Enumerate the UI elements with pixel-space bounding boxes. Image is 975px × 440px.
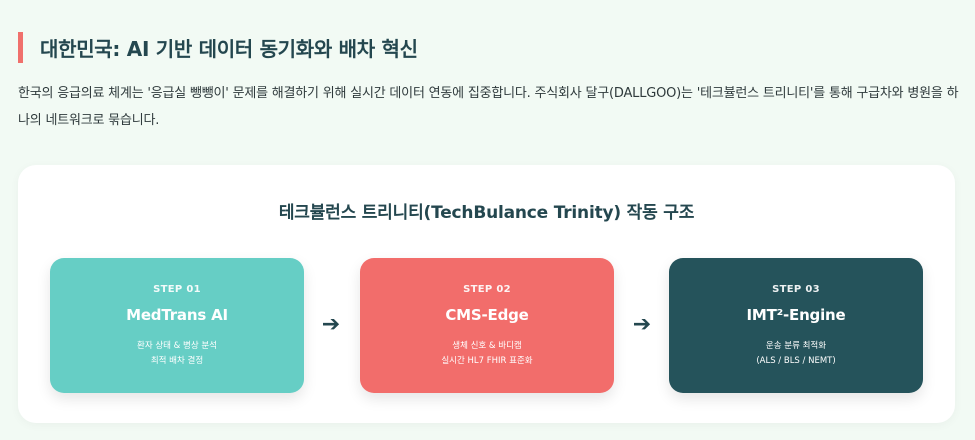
- step-name: MedTrans AI: [126, 306, 228, 324]
- step-name: CMS-Edge: [445, 306, 529, 324]
- arrow-right-icon: ➔: [632, 312, 652, 337]
- step-description-line: 최적 배차 결정: [150, 356, 204, 366]
- step-card-medtrans: STEP 01 MedTrans AI 환자 상태 & 병상 분석 최적 배차 …: [50, 258, 304, 393]
- step-description: 환자 상태 & 병상 분석 최적 배차 결정: [50, 339, 304, 369]
- trinity-card: 테크뷸런스 트리니티(TechBulance Trinity) 작동 구조 ST…: [18, 165, 955, 423]
- step-name: IMT²-Engine: [746, 306, 846, 324]
- step-card-imt-engine: STEP 03 IMT²-Engine 운송 분류 최적화 (ALS / BLS…: [669, 258, 923, 393]
- accent-bar: [18, 31, 23, 63]
- intro-paragraph: 한국의 응급의료 체계는 '응급실 뺑뺑이' 문제를 해결하기 위해 실시간 데…: [18, 86, 959, 128]
- section-title: 대한민국: AI 기반 데이터 동기화와 배차 혁신: [40, 36, 418, 61]
- section-header: 대한민국: AI 기반 데이터 동기화와 배차 혁신: [18, 31, 418, 63]
- trinity-title: 테크뷸런스 트리니티(TechBulance Trinity) 작동 구조: [278, 203, 695, 223]
- step-description-line: 실시간 HL7 FHIR 표준화: [441, 356, 533, 366]
- step-label: STEP 01: [153, 284, 201, 295]
- step-card-cms-edge: STEP 02 CMS-Edge 생체 신호 & 바디캠 실시간 HL7 FHI…: [360, 258, 614, 393]
- step-description: 운송 분류 최적화 (ALS / BLS / NEMT): [669, 339, 923, 369]
- step-description: 생체 신호 & 바디캠 실시간 HL7 FHIR 표준화: [360, 339, 614, 369]
- step-label: STEP 02: [463, 284, 511, 295]
- step-description-line: 환자 상태 & 병상 분석: [137, 341, 217, 351]
- step-description-line: 생체 신호 & 바디캠: [452, 341, 522, 351]
- arrow-right-icon: ➔: [321, 312, 341, 337]
- step-description-line: (ALS / BLS / NEMT): [756, 356, 836, 366]
- step-description-line: 운송 분류 최적화: [765, 341, 827, 351]
- step-label: STEP 03: [772, 284, 820, 295]
